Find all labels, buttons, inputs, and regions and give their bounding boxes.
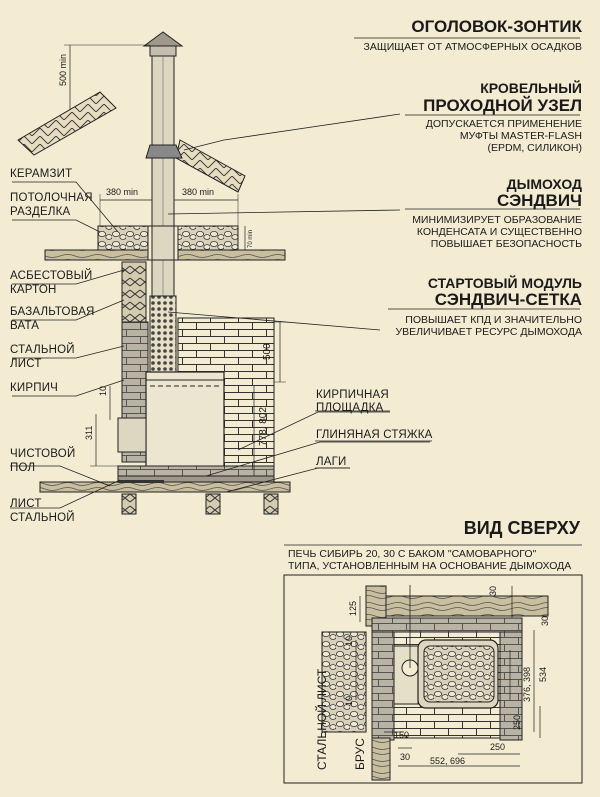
dim-10-bottom: 10 [344, 696, 354, 706]
dim-30-bottom: 30 [400, 752, 410, 762]
label-sheet-line1: ЛИСТ [10, 498, 42, 510]
label-floor-line1: ЧИСТОВОЙ [10, 448, 76, 460]
dim-70min: 70 min [248, 230, 254, 248]
cap-subtitle: ЗАЩИЩАЕТ ОТ АТМОСФЕРНЫХ ОСАДКОВ [363, 41, 582, 53]
label-ceiling-line1: ПОТОЛОЧНАЯ [10, 192, 93, 204]
dim-250-vert: 250 [512, 715, 522, 730]
brus-label: БРУС [353, 738, 367, 770]
label-brick-pad-line1: КИРПИЧНАЯ [316, 389, 389, 401]
dim-534: 534 [538, 667, 548, 682]
label-basalt-line2: ВАТА [10, 320, 40, 332]
label-asbestos-line1: АСБЕСТОВЫЙ [10, 270, 93, 282]
top-view-title: ВИД СВЕРХУ [463, 518, 580, 538]
roof-title-line1: КРОВЕЛЬНЫЙ [480, 80, 582, 96]
label-basalt-line1: БАЗАЛЬТОВАЯ [10, 306, 95, 318]
label-ceiling-line2: РАЗДЕЛКА [10, 206, 71, 218]
chimney-sub-line1: МИНИМИЗИРУЕТ ОБРАЗОВАНИЕ [412, 214, 582, 226]
dim-125: 125 [348, 601, 358, 616]
chimney-sub-line3: ПОВЫШАЕТ БЕЗОПАСНОСТЬ [430, 238, 582, 250]
dim-500min: 500 min [58, 54, 68, 86]
label-sheet-line2: СТАЛЬНОЙ [10, 512, 75, 524]
label-brick: КИРПИЧ [10, 382, 59, 394]
start-sub-line2: УВЕЛИЧИВАЕТ РЕСУРС ДЫМОХОДА [395, 326, 582, 338]
dim-10-top: 10 [344, 636, 354, 646]
start-sub-line1: ПОВЫШАЕТ КПД И ЗНАЧИТЕЛЬНО [405, 314, 582, 326]
dim-10: 10 [98, 386, 108, 396]
dim-500: 500 [262, 343, 273, 360]
top-view-sub-line2: ТИПА, УСТАНОВЛЕННЫМ НА ОСНОВАНИЕ ДЫМОХОД… [288, 560, 572, 572]
dim-380-right: 380 min [182, 187, 214, 197]
dim-778: 778, 802 [258, 407, 269, 446]
top-view-sub-line1: ПЕЧЬ СИБИРЬ 20, 30 С БАКОМ "САМОВАРНОГО" [288, 548, 537, 560]
dim-30-top: 30 [488, 586, 498, 596]
start-title-line2: СЭНДВИЧ-СЕТКА [434, 290, 582, 309]
dim-376: 376, 398 [522, 667, 532, 702]
label-lagi: ЛАГИ [316, 456, 347, 468]
dim-552: 552, 696 [430, 756, 465, 766]
dim-311: 311 [84, 426, 94, 440]
dim-30-right: 30 [540, 616, 550, 626]
dim-150: 150 [394, 730, 409, 740]
cap-title: ОГОЛОВОК-ЗОНТИК [411, 17, 582, 36]
roof-sub-line1: ДОПУСКАЕТСЯ ПРИМЕНЕНИЕ [425, 118, 582, 130]
label-asbestos-line2: КАРТОН [10, 284, 57, 296]
dim-380-left: 380 min [106, 187, 138, 197]
label-steel-line2: ЛИСТ [10, 358, 42, 370]
roof-sub-line2: МУФТЫ MASTER-FLASH [459, 130, 582, 142]
roof-title-line2: ПРОХОДНОЙ УЗЕЛ [423, 96, 582, 115]
dim-250-horiz: 250 [490, 742, 505, 752]
roof-sub-line3: (EPDM, СИЛИКОН) [487, 142, 582, 154]
label-clay-screed: ГЛИНЯНАЯ СТЯЖКА [316, 429, 433, 441]
label-keramzit: КЕРАМЗИТ [10, 168, 73, 180]
label-brick-pad-line2: ПЛОЩАДКА [316, 402, 384, 414]
chimney-title-line1: ДЫМОХОД [506, 176, 582, 192]
label-steel-line1: СТАЛЬНОЙ [10, 344, 75, 356]
steel-sheet-label: СТАЛЬНОЙ ЛИСТ [314, 668, 329, 770]
chimney-sub-line2: КОНДЕНСАТА И СУЩЕСТВЕННО [416, 226, 582, 238]
label-floor-line2: ПОЛ [10, 462, 36, 474]
start-title-line1: СТАРТОВЫЙ МОДУЛЬ [427, 275, 582, 291]
chimney-title-line2: СЭНДВИЧ [497, 191, 582, 210]
